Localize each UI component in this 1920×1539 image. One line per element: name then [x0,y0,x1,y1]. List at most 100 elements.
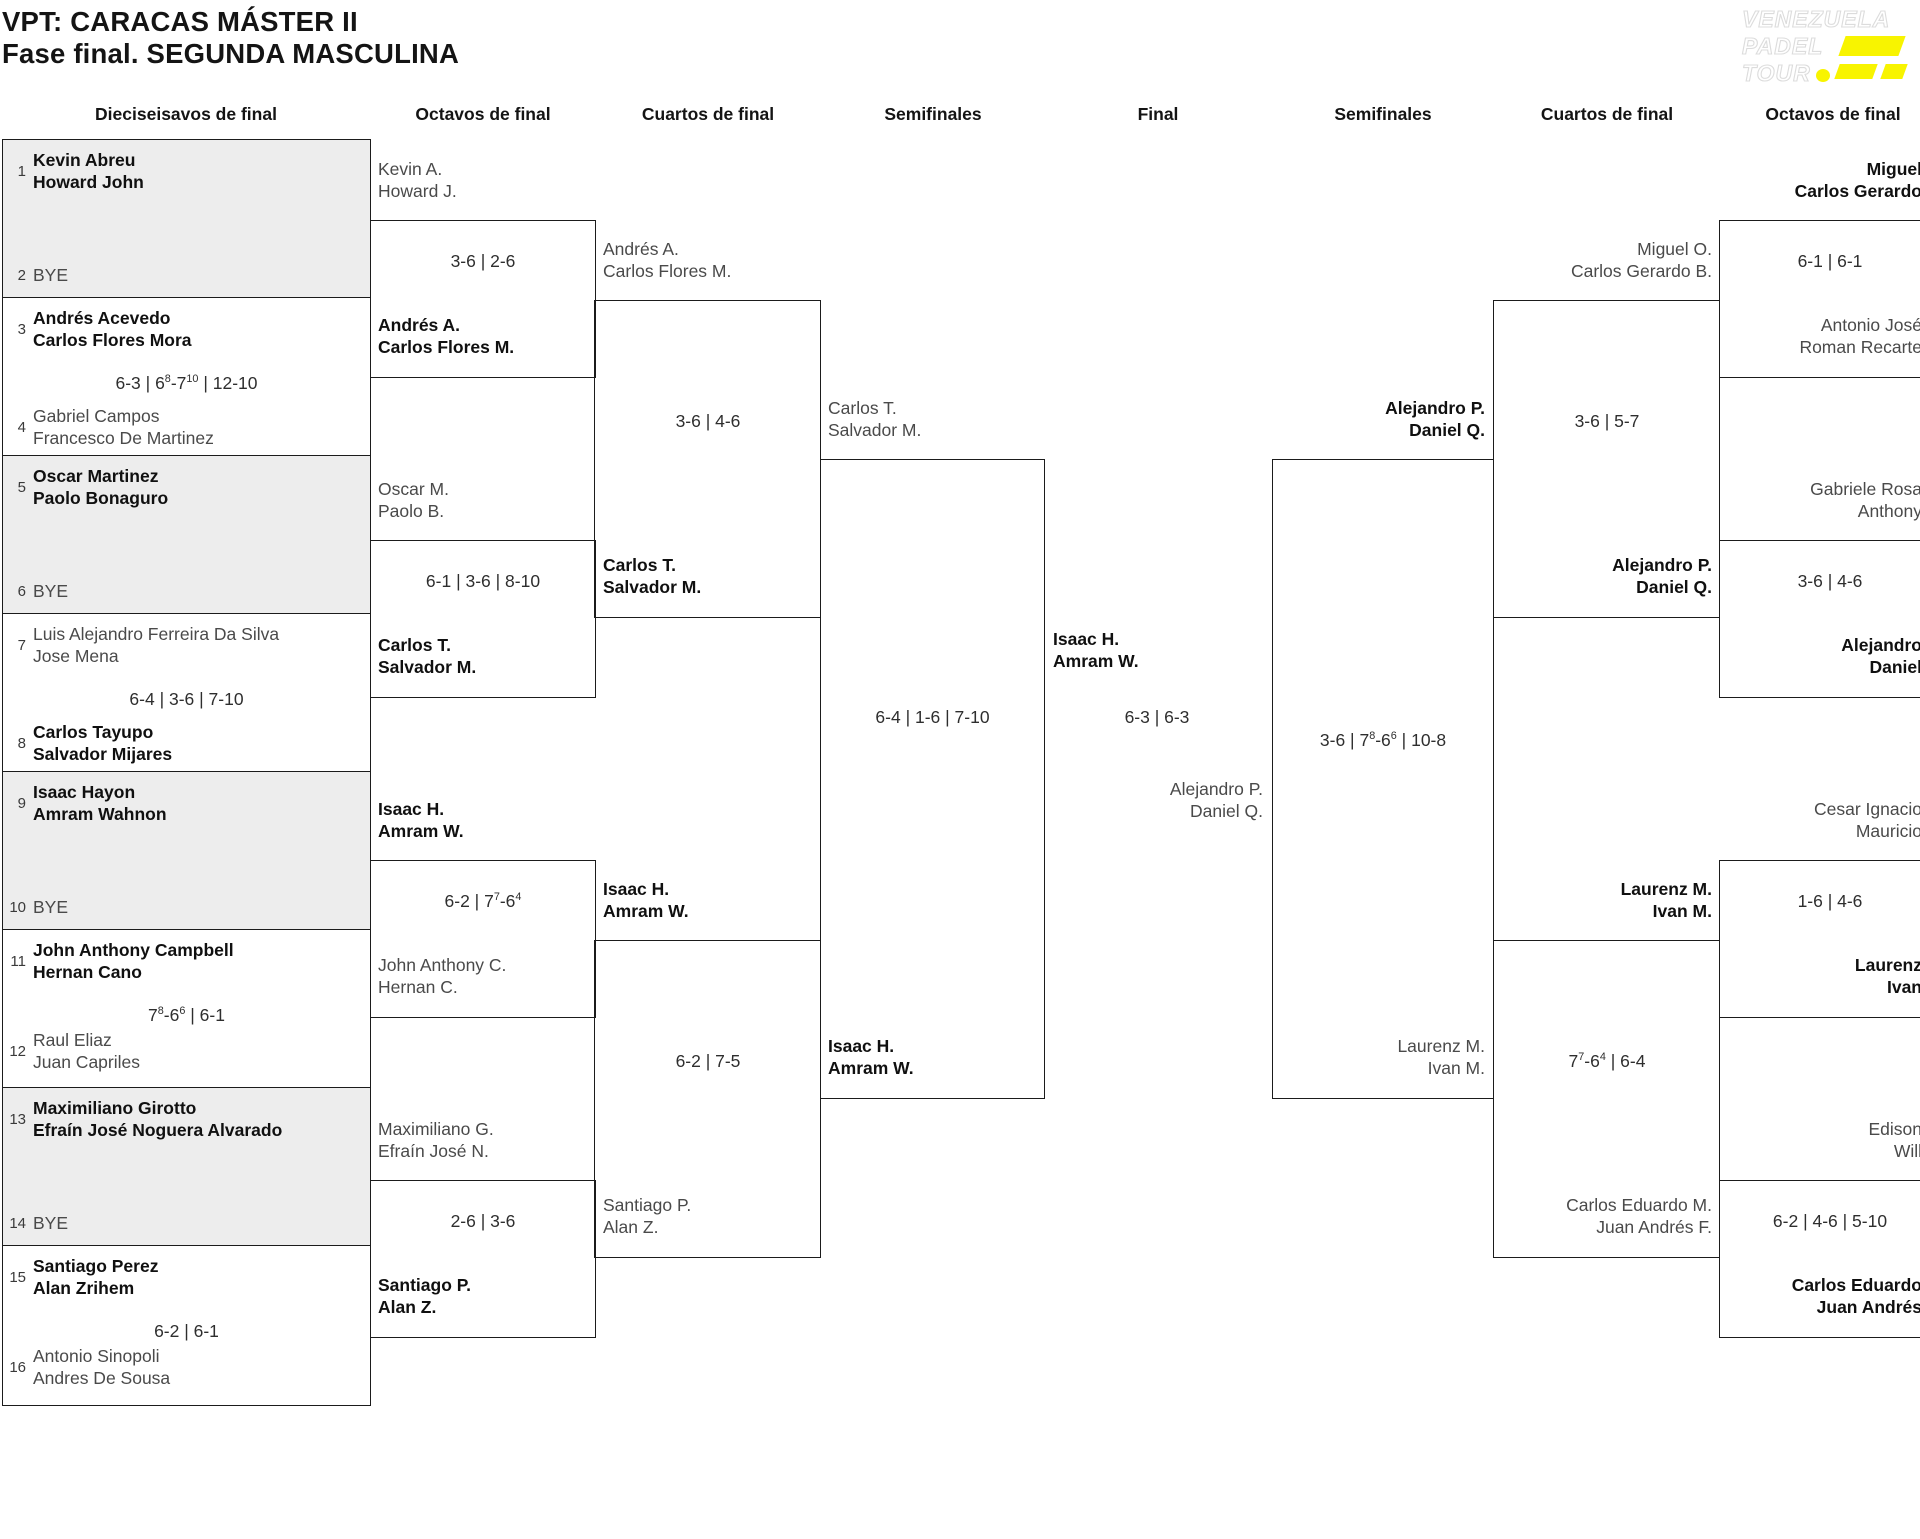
match-score: 6-4 | 3-6 | 7-10 [129,689,244,709]
bracket-block [3,1088,370,1246]
logo-bar-icon [1834,64,1878,79]
team-names: Laurenz M.Ivan M. [1397,1036,1485,1078]
bracket-block [3,772,370,930]
logo-bar-icon [1838,36,1906,56]
match-score: 77-64 | 6-4 [1568,1051,1646,1071]
page-title: VPT: CARACAS MÁSTER II Fase final. SEGUN… [2,6,459,70]
team-names: Carlos T.Salvador M. [828,398,922,440]
match-box [1718,540,1920,698]
seed-number: 12 [9,1042,26,1060]
seed-number: 15 [9,1268,26,1286]
match-score: 6-3 | 68-710 | 12-10 [115,373,258,393]
match-box [1718,1180,1920,1338]
seed-number: 16 [9,1358,26,1376]
match-score: 3-6 | 2-6 [450,251,516,271]
seed-number: 9 [17,794,26,812]
team-names: BYE [33,581,69,601]
team-names: John Anthony C.Hernan C. [378,955,507,997]
seed-number: 4 [17,418,26,436]
team-names: Laurenz M.Ivan M. [1620,879,1712,921]
seed-number: 14 [9,1214,26,1232]
match-score: 6-1 | 3-6 | 8-10 [425,571,541,591]
match-score: 3-6 | 4-6 [675,411,741,431]
team-names: Kevin A.Howard J. [378,159,457,201]
round-header-cuartos-right: Cuartos de final [1540,104,1674,124]
team-names: Carlos Eduardo M.Juan Andrés F. [1566,1195,1712,1237]
seed-number: 6 [17,582,26,600]
bracket-block [3,298,370,456]
bracket-block [3,456,370,614]
match-box [369,860,596,1018]
team-names: Isaac H.Amram W. [828,1036,914,1078]
logo-text-tour: TOUR [1741,59,1811,86]
team-names: Isaac H.Amram W. [603,879,689,921]
match-score: 3-6 | 4-6 [1797,571,1863,591]
team-names: Carlos T.Salvador M. [378,635,477,677]
team-names: BYE [33,265,69,285]
team-names: Santiago P.Alan Z. [378,1275,472,1317]
match-score: 6-1 | 6-1 [1797,251,1863,271]
match-box [369,1180,596,1338]
match-score: 6-2 | 77-64 [444,891,522,911]
match-box [1492,940,1720,1258]
seed-number: 8 [17,734,26,752]
seed-number: 3 [17,320,26,338]
match-score: 3-6 | 78-66 | 10-8 [1319,730,1447,750]
match-box [369,220,596,378]
team-names: Isaac H.Amram W. [378,799,464,841]
seed-number: 13 [9,1110,26,1128]
round-header-dieciseisavos: Dieciseisavos de final [95,104,277,124]
seed-number: 2 [17,266,26,284]
match-box [1492,300,1720,618]
seed-number: 5 [17,478,26,496]
round-header-semifinales-right: Semifinales [1334,104,1432,124]
tournament-title: VPT: CARACAS MÁSTER II [2,6,358,37]
team-names: Alejandro P.Daniel Q. [1385,398,1485,440]
match-box [819,459,1045,1099]
vpt-logo: VENEZUELA PADEL TOUR [1741,5,1920,96]
bracket-block [3,930,370,1088]
match-score: 3-6 | 5-7 [1574,411,1640,431]
match-score: 6-3 | 6-3 [1124,707,1190,727]
match-score: 6-2 | 7-5 [675,1051,741,1071]
seed-number: 7 [17,636,26,654]
match-score: 6-2 | 6-1 [154,1321,219,1341]
bracket-block [3,140,370,298]
seed-number: 11 [10,952,26,970]
team-names: Andrés A.Carlos Flores M. [603,239,732,281]
team-names: Santiago P.Alan Z. [603,1195,692,1237]
match-box [594,940,821,1258]
team-names: Carlos T.Salvador M. [603,555,702,597]
round-header-semifinales-left: Semifinales [884,104,982,124]
tournament-subtitle: Fase final. SEGUNDA MASCULINA [2,38,460,69]
bracket-entry: 2 BYE [6,264,68,286]
match-box [1718,220,1920,378]
bracket-entry: 14 BYE [6,1212,68,1234]
bracket-entry: 6 BYE [6,580,68,602]
